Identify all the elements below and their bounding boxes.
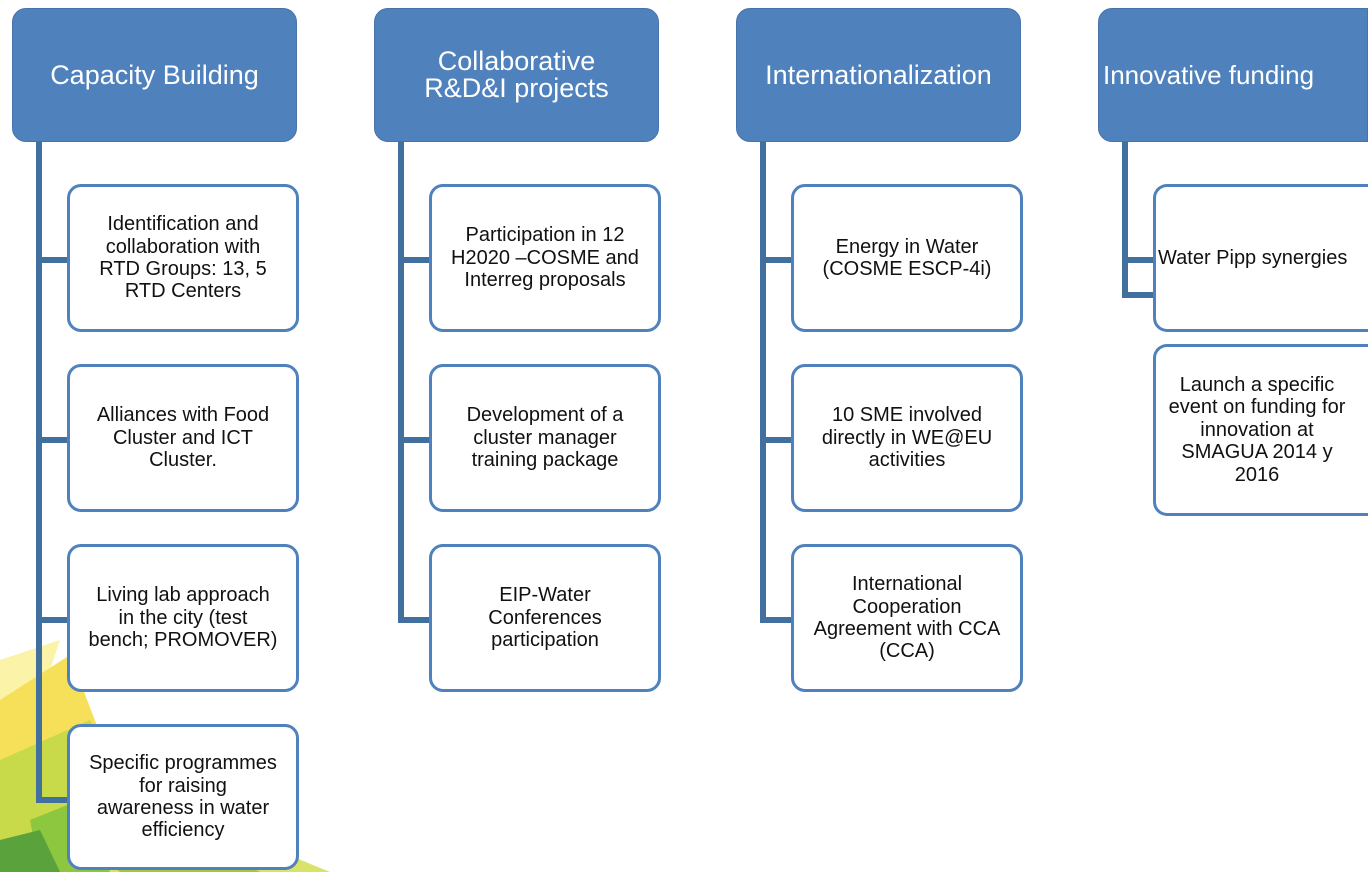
item-text: Development of a cluster manager trainin… [466, 404, 624, 472]
column-title: Collaborative R&D&I projects [424, 46, 609, 103]
item-box: Alliances with Food Cluster and ICT Clus… [67, 364, 299, 512]
item-text: EIP-Water Conferences participation [488, 584, 602, 652]
connector-branch [760, 617, 793, 623]
connector-branch [36, 437, 69, 443]
item-box: Launch a specific event on funding for i… [1153, 344, 1368, 516]
item-text: Participation in 12 H2020 –COSME and Int… [451, 224, 639, 292]
item-box: International Cooperation Agreement with… [791, 544, 1023, 692]
column-header-internationalization: Internationalization [736, 8, 1021, 142]
connector-branch [760, 257, 793, 263]
connector-spine [1122, 142, 1128, 298]
connector-branch [398, 617, 431, 623]
connector-branch [398, 257, 431, 263]
item-box: Identification and collaboration with RT… [67, 184, 299, 332]
item-text: Energy in Water (COSME ESCP-4i) [822, 235, 992, 280]
item-box: Specific programmes for raising awarenes… [67, 724, 299, 870]
item-box: Development of a cluster manager trainin… [429, 364, 661, 512]
item-text: Identification and collaboration with RT… [99, 213, 267, 303]
item-box: Water Pipp synergies [1153, 184, 1368, 332]
item-text: Alliances with Food Cluster and ICT Clus… [96, 404, 270, 472]
item-box: Participation in 12 H2020 –COSME and Int… [429, 184, 661, 332]
item-box: Living lab approach in the city (test be… [67, 544, 299, 692]
item-text: International Cooperation Agreement with… [813, 573, 1001, 663]
connector-branch [36, 797, 69, 803]
column-title: Innovative funding [1103, 60, 1315, 90]
item-text: Specific programmes for raising awarenes… [89, 752, 277, 842]
connector-branch [1122, 257, 1155, 263]
column-header-capacity-building: Capacity Building [12, 8, 297, 142]
item-text: 10 SME involved directly in WE@EU activi… [821, 404, 993, 472]
column-header-innovative-funding: Innovative funding [1098, 8, 1368, 142]
connector-branch [760, 437, 793, 443]
column-header-collaborative-projects: Collaborative R&D&I projects [374, 8, 659, 142]
connector-spine [760, 142, 766, 623]
connector-branch [398, 437, 431, 443]
connector-spine [398, 142, 404, 623]
column-title: Internationalization [765, 59, 992, 90]
connector-spine [36, 142, 42, 803]
item-text: Launch a specific event on funding for i… [1168, 374, 1346, 486]
item-box: EIP-Water Conferences participation [429, 544, 661, 692]
item-box: Energy in Water (COSME ESCP-4i) [791, 184, 1023, 332]
item-text: Living lab approach in the city (test be… [88, 584, 278, 652]
connector-branch [1122, 292, 1155, 298]
item-box: 10 SME involved directly in WE@EU activi… [791, 364, 1023, 512]
item-text: Water Pipp synergies [1158, 246, 1348, 269]
column-title: Capacity Building [50, 59, 259, 90]
connector-branch [36, 617, 69, 623]
connector-branch [36, 257, 69, 263]
